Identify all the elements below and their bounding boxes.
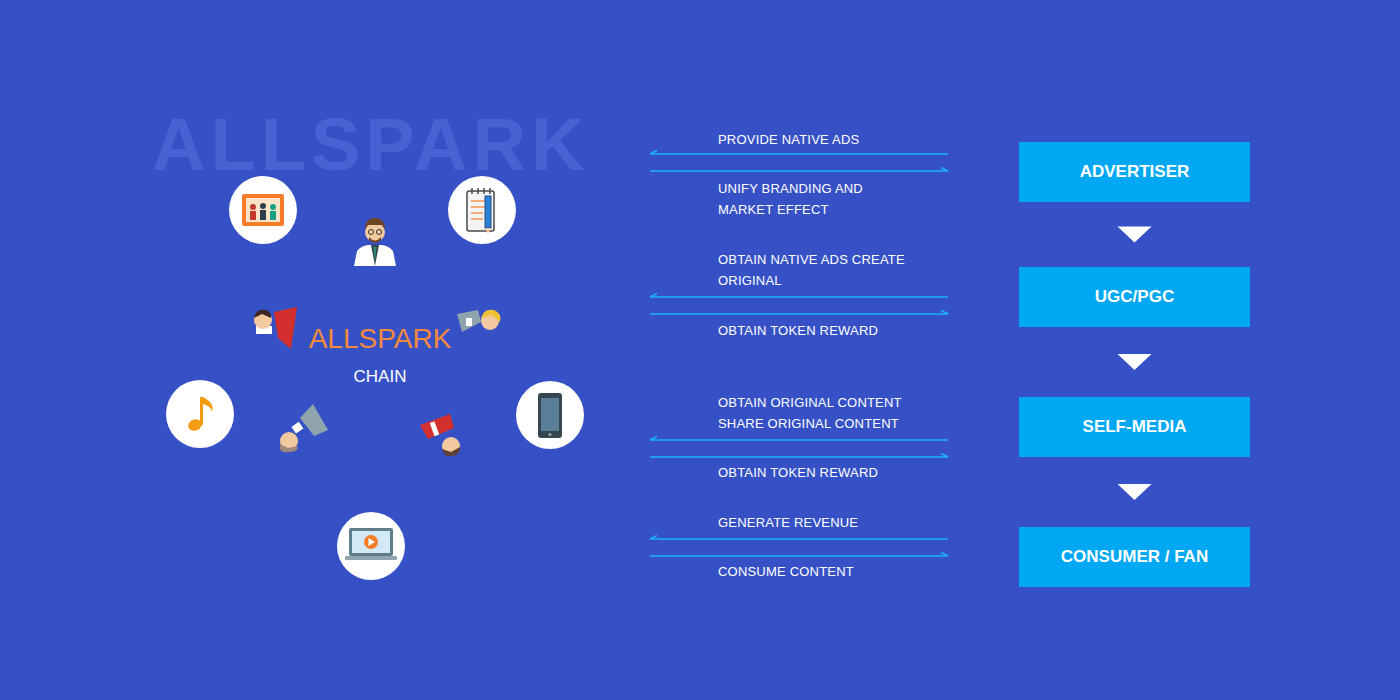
person-right xyxy=(457,310,500,332)
flow-label: CONSUME CONTENT xyxy=(718,561,918,582)
person-bottom-right xyxy=(420,414,460,456)
box-label: SELF-MEDIA xyxy=(1083,416,1187,438)
icon-music xyxy=(166,380,234,448)
arrow-head xyxy=(1118,484,1152,500)
person-doctor xyxy=(354,218,396,266)
chain-circle: ALLSPARK CHAIN xyxy=(203,178,557,532)
flow-connector xyxy=(1118,327,1152,397)
chain-title: CHAIN xyxy=(354,366,407,388)
box-label: CONSUMER / FAN xyxy=(1061,546,1208,568)
role-box: CONSUMER / FAN xyxy=(1019,527,1250,587)
flow-label: OBTAIN TOKEN REWARD xyxy=(718,462,918,483)
arrow-head xyxy=(1118,354,1152,370)
flow-label: PROVIDE NATIVE ADS xyxy=(718,129,918,150)
flow-label: UNIFY BRANDING AND MARKET EFFECT xyxy=(718,178,908,220)
person-bottom-left xyxy=(280,404,328,452)
flow-arrow-lines xyxy=(650,151,948,557)
icon-monitor xyxy=(337,512,405,580)
flow-label: OBTAIN TOKEN REWARD xyxy=(718,320,918,341)
flow-connector xyxy=(1118,202,1152,267)
box-label: ADVERTISER xyxy=(1080,161,1190,183)
box-label: UGC/PGC xyxy=(1095,286,1174,308)
flow-label: OBTAIN NATIVE ADS CREATE ORIGINAL xyxy=(718,249,908,291)
role-box: ADVERTISER xyxy=(1019,142,1250,202)
role-box: SELF-MEDIA xyxy=(1019,397,1250,457)
dashed-circle-outline xyxy=(203,178,557,532)
person-left xyxy=(254,307,297,349)
icon-notepad xyxy=(448,176,516,244)
chain-title: ALLSPARK xyxy=(309,322,452,356)
watermark: ALLSPARK xyxy=(152,108,589,182)
arrow-head xyxy=(1118,227,1152,243)
flow-label: GENERATE REVENUE xyxy=(718,512,918,533)
flow-connector xyxy=(1118,457,1152,527)
flow-label: OBTAIN ORIGINAL CONTENT SHARE ORIGINAL C… xyxy=(718,392,943,434)
icon-picture xyxy=(229,176,297,244)
role-box: UGC/PGC xyxy=(1019,267,1250,327)
icon-phone xyxy=(516,381,584,449)
dashed-circle xyxy=(205,180,556,531)
